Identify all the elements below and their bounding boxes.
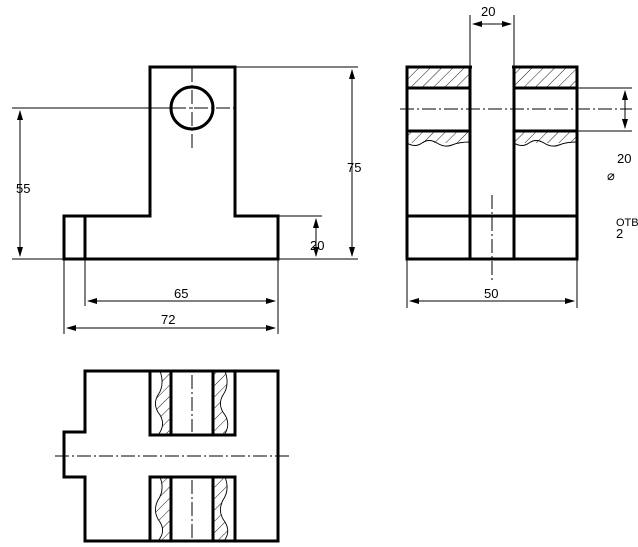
dim-label-50: 50	[484, 286, 498, 301]
dim-label-20-slot: 20	[481, 4, 495, 19]
side-hatch-mid-left	[407, 132, 470, 143]
side-break-right	[513, 140, 578, 147]
front-outline	[62, 65, 280, 261]
dim-label-dia-20: 20	[617, 151, 631, 166]
top-break-lower-left	[149, 476, 163, 542]
side-view: 20 50 20 ⌀ ОТВ 2	[400, 4, 638, 308]
top-hole-lower	[148, 475, 237, 543]
dim-label-65: 65	[174, 286, 188, 301]
side-break-left	[406, 140, 471, 147]
top-break-upper-right	[220, 370, 235, 436]
top-break-upper-left	[149, 370, 163, 436]
top-view	[55, 369, 292, 543]
dim-label-55: 55	[16, 181, 30, 196]
diameter-symbol: ⌀	[607, 168, 615, 183]
note-otv: ОТВ	[616, 217, 638, 229]
dim-label-75: 75	[347, 160, 361, 175]
front-view: 55 75 20 65 72	[12, 65, 361, 334]
top-hole-upper	[148, 369, 237, 437]
side-hatch-top-left	[407, 67, 470, 87]
top-outline	[62, 369, 280, 543]
top-break-lower-right	[220, 476, 235, 542]
side-hatch-mid-right	[514, 132, 577, 143]
note-count: 2	[616, 226, 623, 241]
side-hatch-top-right	[514, 67, 577, 87]
dim-label-20-base: 20	[310, 238, 324, 253]
dim-label-72: 72	[161, 312, 175, 327]
